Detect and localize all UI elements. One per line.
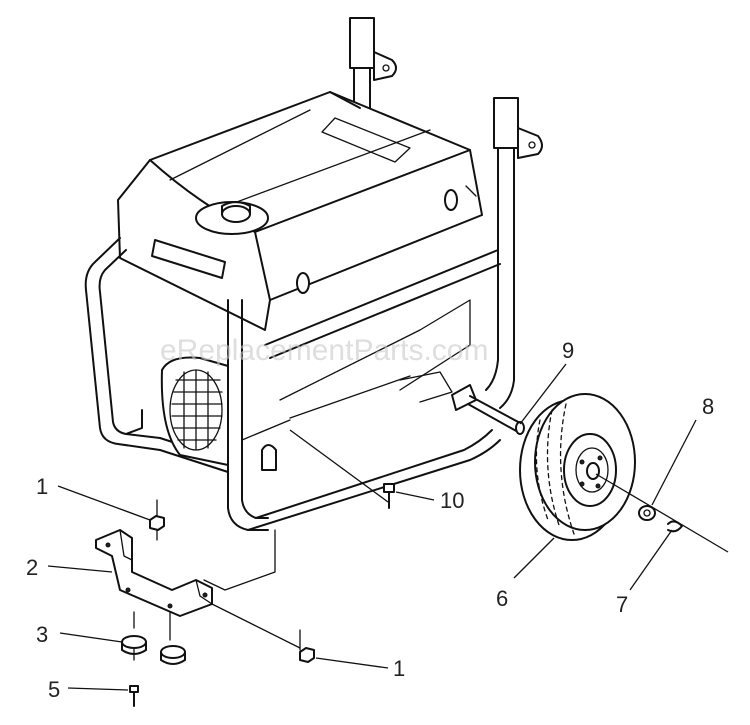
callout-9-axle: 9 <box>562 338 574 363</box>
leader-lines <box>47 363 697 691</box>
callout-6-wheel: 6 <box>496 586 508 611</box>
engine-body <box>241 299 471 441</box>
callout-7-clip: 7 <box>616 592 628 617</box>
mounting-bracket <box>95 529 213 617</box>
callout-1-nut: 1 <box>36 474 48 499</box>
frame-handle-right <box>493 97 543 381</box>
callout-2-bracket: 2 <box>26 555 38 580</box>
screw <box>129 685 139 707</box>
axle <box>451 384 525 435</box>
axle-center-line <box>595 473 729 553</box>
wheel <box>519 393 636 541</box>
washer <box>638 505 656 521</box>
nut-top <box>149 515 165 531</box>
rubber-mount-right <box>160 645 186 665</box>
watermark: eReplacementParts.com <box>160 334 488 367</box>
bolt <box>383 483 395 509</box>
callout-10-bolt: 10 <box>440 488 464 513</box>
callout-3-rubber-mount: 3 <box>36 622 48 647</box>
fuel-tank <box>117 91 483 331</box>
callout-5-screw: 5 <box>48 677 60 702</box>
nut-bottom <box>299 647 315 663</box>
hairpin-clip <box>667 520 683 533</box>
callout-1-nut-bottom: 1 <box>393 656 405 681</box>
alternator-housing <box>160 356 277 471</box>
callout-8-washer: 8 <box>702 394 714 419</box>
